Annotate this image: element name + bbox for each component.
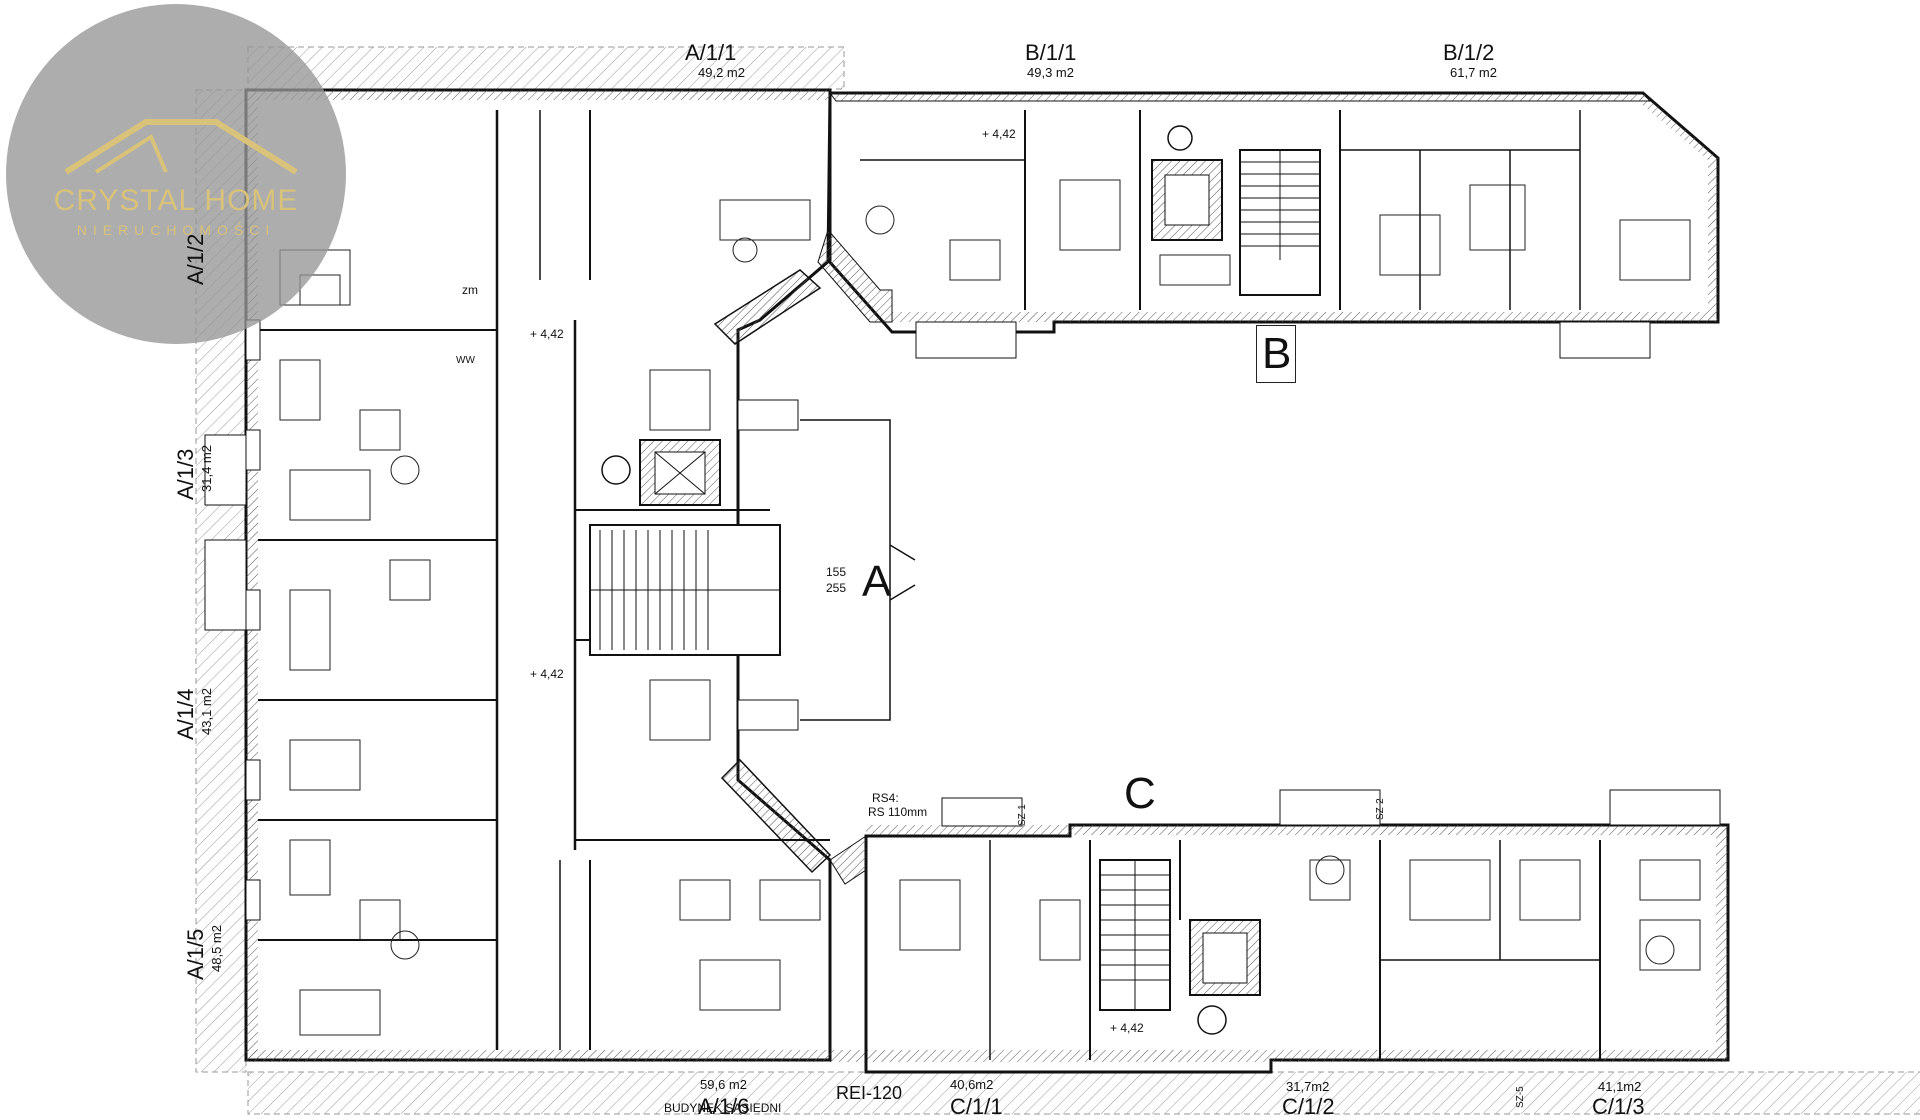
building-c-right-hatch (1716, 825, 1728, 1060)
building-c-bottom-hatch (1271, 1050, 1728, 1062)
sz2-label: SZ-2 (1375, 798, 1386, 820)
house-roof-icon (64, 119, 298, 175)
unit-area-c11: 40,6m2 (950, 1077, 994, 1092)
dim-155: 155 (826, 565, 847, 579)
balcony-c12 (1279, 789, 1381, 826)
unit-label-a12: A/1/2 (183, 233, 208, 285)
dim-255: 255 (826, 581, 847, 595)
building-label-b: B (1262, 329, 1292, 378)
accessibility-icon-a (601, 455, 631, 485)
building-label-a: A (862, 557, 892, 606)
lift-b (1151, 159, 1223, 241)
rs-pipe-label: RS 110mm (868, 805, 928, 819)
unit-area-b11: 49,3 m2 (1027, 65, 1074, 80)
building-a-top-hatch (246, 90, 830, 100)
unit-label-a14: A/1/4 (173, 688, 198, 740)
building-a-bottom-hatch (246, 1050, 1271, 1062)
unit-label-c13: C/1/3 (1592, 1094, 1645, 1119)
neighbour-building-label: BUDYNEK SĄSIEDNI (664, 1101, 782, 1115)
level-marker-1: + 4,42 (530, 327, 564, 341)
building-b-top-hatch (829, 92, 1652, 102)
logo-brand-text: CRYSTAL HOME (53, 184, 299, 217)
ww-label: WW (456, 355, 475, 366)
a-south-diagonal-wing (720, 758, 832, 874)
sz1-label: SZ-1 (1017, 804, 1028, 826)
fire-wall-label: REI-120 (836, 1083, 903, 1103)
level-marker-3: + 4,42 (982, 127, 1016, 141)
logo-sub-text: NIERUCHOMOŚCI (76, 222, 276, 238)
balcony-a11 (737, 399, 799, 431)
unit-label-c11: C/1/1 (950, 1094, 1003, 1119)
balcony-c11 (941, 797, 1023, 827)
unit-area-a11: 49,2 m2 (698, 65, 745, 80)
zm-label: zm (462, 283, 478, 297)
a-north-diagonal-wing (713, 269, 822, 345)
unit-label-b11: B/1/1 (1025, 40, 1077, 65)
unit-area-a15: 48,5 m2 (209, 925, 224, 972)
accessibility-icon-b (1167, 125, 1193, 151)
unit-area-c13: 41,1m2 (1598, 1079, 1642, 1094)
unit-label-b12: B/1/2 (1443, 40, 1495, 65)
unit-label-a16: A/1/6 (698, 1094, 750, 1119)
sz5-label: SZ-5 (1515, 1086, 1526, 1108)
balcony-a16 (737, 699, 799, 731)
c-diagonal-wall (829, 835, 867, 885)
unit-area-a13: 31,4 m2 (199, 445, 214, 492)
logo-badge: CRYSTAL HOME NIERUCHOMOŚCI (6, 4, 346, 344)
balcony-a14 (204, 539, 247, 631)
unit-area-a14: 43,1 m2 (199, 688, 214, 735)
unit-label-a11: A/1/1 (685, 40, 737, 65)
unit-label-c12: C/1/2 (1282, 1094, 1335, 1119)
building-b-label-box (1256, 325, 1296, 383)
balcony-a13 (204, 434, 247, 506)
level-marker-4: + 4,42 (1110, 1021, 1144, 1035)
balcony-b12 (1559, 321, 1651, 359)
balcony-c13 (1609, 789, 1721, 826)
building-b-diag-hatch (1638, 93, 1718, 160)
building-c-wall (864, 823, 1730, 1074)
neighbour-zone-bottom (247, 1071, 1920, 1115)
rs4-label: RS4: (872, 791, 899, 805)
building-label-c: C (1124, 769, 1156, 818)
accessibility-icon-c (1197, 1005, 1227, 1035)
level-marker-2: + 4,42 (530, 667, 564, 681)
neighbour-zone-top (247, 46, 845, 90)
building-b-bottom-hatch (892, 312, 1718, 322)
unit-area-c12: 31,7m2 (1286, 1079, 1330, 1094)
unit-area-a16: 59,6 m2 (700, 1077, 747, 1092)
unit-area-b12: 61,7 m2 (1450, 65, 1497, 80)
building-b-right-hatch (1708, 158, 1718, 322)
unit-label-a13: A/1/3 (173, 448, 198, 500)
building-c-top-hatch (866, 825, 1728, 835)
unit-label-a15: A/1/5 (183, 928, 208, 980)
balcony-b11 (915, 321, 1017, 359)
b-diagonal-wall (817, 228, 893, 323)
